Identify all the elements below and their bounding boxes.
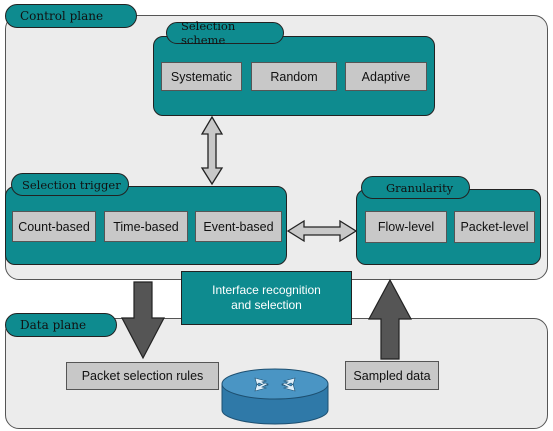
- sampled-data-label: Sampled data: [353, 368, 431, 383]
- interface-recognition-box: Interface recognition and selection: [181, 271, 352, 325]
- interface-line2: and selection: [231, 298, 302, 312]
- event-based-label: Event-based: [203, 219, 274, 234]
- flow-level-option[interactable]: Flow-level: [365, 211, 447, 243]
- systematic-label: Systematic: [170, 69, 233, 84]
- adaptive-option[interactable]: Adaptive: [345, 62, 427, 91]
- interface-line1: Interface recognition: [212, 283, 321, 297]
- data-plane-title-text: Data plane: [20, 318, 87, 332]
- selection-scheme-title: Selection scheme: [166, 19, 284, 47]
- packet-level-option[interactable]: Packet-level: [454, 211, 535, 243]
- time-based-option[interactable]: Time-based: [104, 211, 188, 242]
- down-arrow: [121, 281, 165, 360]
- adaptive-label: Adaptive: [361, 69, 411, 84]
- time-based-label: Time-based: [113, 219, 179, 234]
- event-based-option[interactable]: Event-based: [195, 211, 282, 242]
- up-arrow: [367, 278, 413, 360]
- packet-selection-rules-label: Packet selection rules: [81, 369, 204, 383]
- count-based-option[interactable]: Count-based: [12, 211, 96, 242]
- control-plane-title: Control plane: [5, 4, 137, 28]
- packet-level-label: Packet-level: [460, 220, 529, 234]
- sampled-data-box: Sampled data: [345, 361, 439, 390]
- trigger-granularity-double-arrow: [286, 219, 358, 243]
- selection-trigger-title-text: Selection trigger: [22, 177, 121, 192]
- granularity-title: Granularity: [361, 176, 470, 199]
- flow-level-label: Flow-level: [377, 220, 435, 234]
- control-plane-title-text: Control plane: [20, 9, 104, 23]
- selection-scheme-title-text: Selection scheme: [181, 19, 236, 47]
- granularity-title-text: Granularity: [386, 180, 454, 195]
- selection-trigger-title: Selection trigger: [11, 173, 129, 196]
- scheme-trigger-double-arrow: [200, 115, 224, 186]
- random-option[interactable]: Random: [251, 62, 337, 91]
- systematic-option[interactable]: Systematic: [161, 62, 242, 91]
- packet-selection-rules-box: Packet selection rules: [66, 362, 219, 390]
- router-icon: [221, 368, 329, 425]
- data-plane-title: Data plane: [5, 313, 117, 337]
- count-based-label: Count-based: [18, 219, 90, 234]
- random-label: Random: [270, 69, 318, 84]
